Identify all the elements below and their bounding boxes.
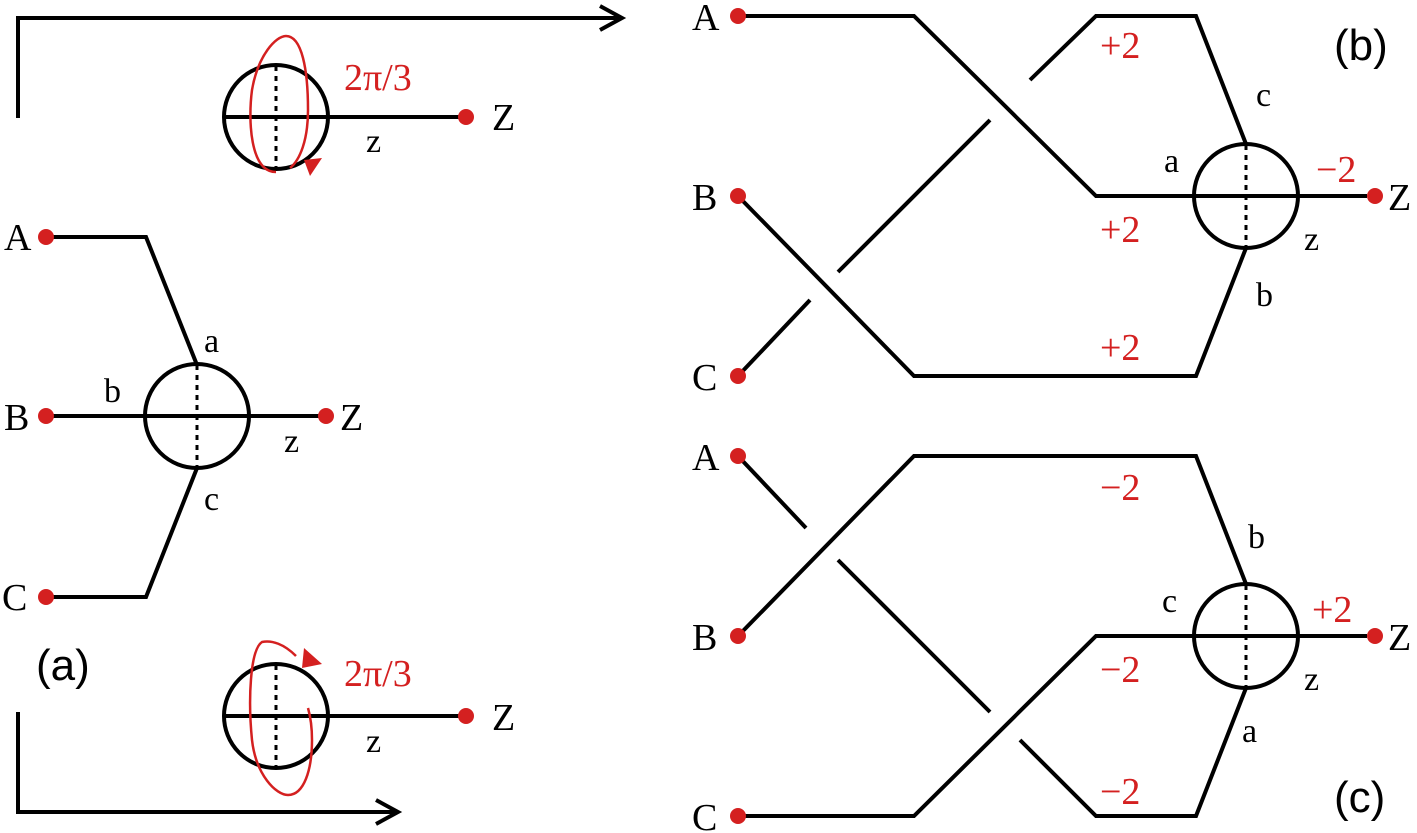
panel-c-branch-z: z — [1304, 661, 1319, 698]
panel-c-branch-a: a — [1242, 713, 1257, 750]
panel-b-terminal-b: B — [692, 177, 717, 219]
panel-a-tag: (a) — [36, 641, 90, 690]
panel-a-branch-c: c — [204, 481, 219, 518]
panel-a-branch-a: a — [204, 323, 219, 360]
panel-c-wire-a-seg1 — [736, 454, 808, 530]
top-terminal-dot — [458, 109, 474, 125]
panel-a: A B C Z a b c z (a) — [2, 217, 363, 690]
bottom-rotation-inset: 2π/3 Z z — [16, 640, 515, 826]
panel-b: A B C Z a b c z +2 +2 +2 −2 (b) — [692, 0, 1411, 399]
bottom-terminal-label: Z — [492, 697, 515, 739]
panel-c-terminal-z-dot — [1367, 628, 1383, 644]
panel-c-terminal-c: C — [692, 797, 717, 833]
panel-a-terminal-a: A — [4, 217, 32, 259]
panel-b-terminal-a-dot — [730, 8, 746, 24]
panel-a-wire-c — [46, 467, 199, 599]
panel-c-terminal-b-dot — [730, 628, 746, 644]
panel-a-terminal-b-dot — [38, 408, 54, 424]
bottom-rotation-curve — [248, 640, 314, 797]
panel-b-branch-a: a — [1164, 143, 1179, 180]
bottom-terminal-dot — [458, 708, 474, 724]
top-flow-arrowhead — [599, 4, 627, 32]
panel-b-terminal-b-dot — [730, 188, 746, 204]
panel-b-weight-upper: +2 — [1100, 25, 1140, 67]
top-rotation-arrowhead — [304, 158, 322, 176]
panel-c-branch-c: c — [1162, 583, 1177, 620]
panel-b-terminal-a: A — [692, 0, 720, 39]
panel-c-wire-c — [738, 634, 1367, 818]
panel-c-terminal-b: B — [692, 617, 717, 659]
top-rotation-curve — [249, 34, 310, 174]
panel-b-terminal-z-dot — [1367, 188, 1383, 204]
panel-b-wire-c-seg3 — [1028, 14, 1248, 145]
panel-c-wire-a-seg3 — [1018, 687, 1248, 818]
panel-b-branch-z: z — [1304, 221, 1319, 258]
panel-a-terminal-c: C — [2, 577, 27, 619]
panel-a-wire-a — [46, 235, 199, 366]
top-terminal-label: Z — [492, 97, 515, 139]
panel-b-weight-lower: +2 — [1100, 327, 1140, 369]
panel-a-branch-b: b — [104, 373, 121, 410]
top-branch-label: z — [366, 123, 381, 160]
panel-c-weight-upper: −2 — [1100, 467, 1140, 509]
bottom-branch-label: z — [366, 723, 381, 760]
panel-a-branch-z: z — [284, 423, 299, 460]
panel-c-terminal-a-dot — [730, 448, 746, 464]
panel-c-weight-middle: −2 — [1100, 649, 1140, 691]
panel-b-wire-c-seg1 — [736, 298, 812, 378]
top-rotation-angle: 2π/3 — [344, 57, 412, 99]
bottom-flow-arrow — [16, 712, 396, 814]
panel-b-wire-a — [738, 14, 1367, 198]
panel-b-branch-b: b — [1256, 277, 1273, 314]
panel-b-terminal-z: Z — [1388, 177, 1411, 219]
panel-c-tag: (c) — [1334, 773, 1385, 822]
bottom-flow-arrowhead — [375, 798, 403, 826]
panel-b-terminal-c: C — [692, 357, 717, 399]
panel-a-terminal-z: Z — [340, 397, 363, 439]
top-flow-arrow — [16, 16, 620, 118]
panel-b-wire-b — [736, 194, 1248, 378]
panel-c-branch-b: b — [1248, 519, 1265, 556]
panel-c: A B C Z a b c z −2 −2 −2 +2 (c) — [692, 437, 1411, 833]
panel-a-terminal-a-dot — [38, 229, 54, 245]
panel-a-terminal-c-dot — [38, 589, 54, 605]
panel-c-weight-lower: −2 — [1100, 771, 1140, 813]
panel-a-terminal-z-dot — [318, 408, 334, 424]
panel-b-weight-middle: +2 — [1100, 209, 1140, 251]
panel-c-terminal-c-dot — [730, 808, 746, 824]
panel-c-terminal-a: A — [692, 437, 720, 479]
panel-c-wire-b — [736, 454, 1248, 638]
panel-c-terminal-z: Z — [1388, 617, 1411, 659]
panel-b-branch-c: c — [1256, 77, 1271, 114]
panel-c-weight-out: +2 — [1312, 589, 1352, 631]
panel-b-weight-out: −2 — [1316, 149, 1356, 191]
panel-a-terminal-b: B — [4, 397, 29, 439]
panel-b-wire-c-seg2 — [836, 118, 992, 274]
panel-b-tag: (b) — [1334, 21, 1388, 70]
panel-c-wire-a-seg2 — [836, 558, 992, 714]
bottom-rotation-arrowhead — [302, 648, 322, 668]
top-rotation-inset: 2π/3 Z z — [16, 4, 627, 176]
bottom-rotation-angle: 2π/3 — [344, 653, 412, 695]
panel-b-terminal-c-dot — [730, 368, 746, 384]
